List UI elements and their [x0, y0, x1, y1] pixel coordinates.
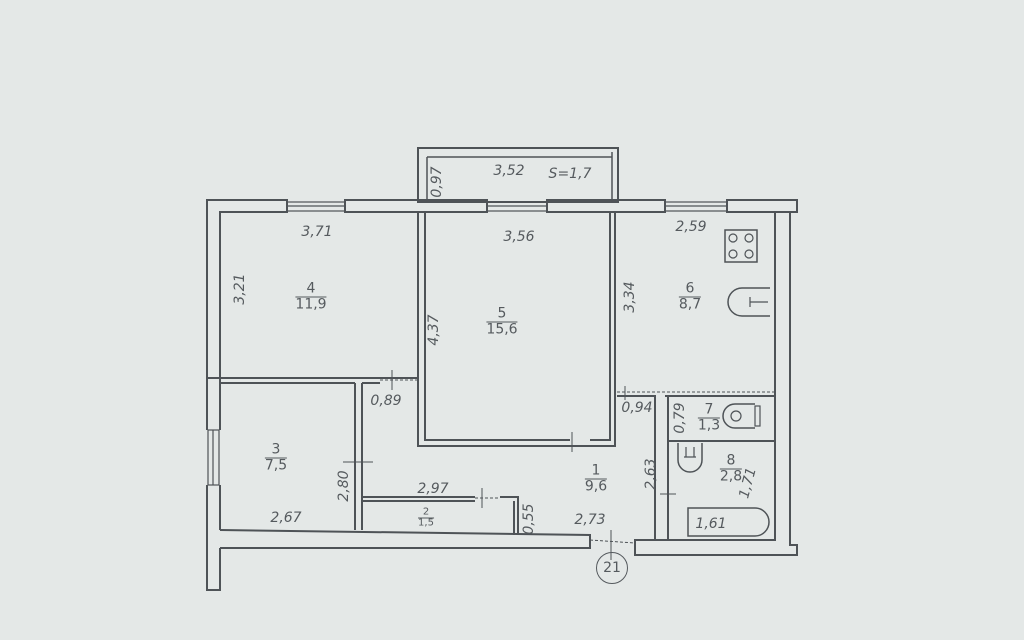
axis-marker: 21: [596, 552, 628, 584]
dim-kitchen-width: 2,59: [675, 219, 707, 235]
sink-icon: [727, 287, 770, 317]
dim-room5-depth: 4,37: [426, 314, 442, 346]
stove-icon: [724, 229, 758, 263]
dim-door-4: 0,89: [370, 393, 402, 409]
toilet-icon: [722, 403, 755, 429]
dim-room2-depth: 0,55: [521, 503, 537, 535]
dim-door-6: 0,94: [621, 400, 653, 416]
wall-right: [634, 200, 798, 556]
bath-sink-icon: [677, 443, 703, 473]
balcony-length: 3,52: [493, 163, 525, 179]
dim-kitchen-depth: 3,34: [622, 281, 638, 313]
dim-room3-depth: 2,80: [336, 470, 352, 502]
wall-bottom: [219, 529, 591, 549]
dim-room3-width: 2,67: [270, 510, 302, 526]
dim-wc-depth: 0,79: [672, 402, 688, 434]
dim-room4-width: 3,71: [301, 224, 333, 240]
dim-bathtub-length: 1,61: [695, 516, 727, 532]
bathtub-icon: [687, 507, 770, 537]
windows: [207, 201, 728, 486]
dim-room5-width: 3,56: [503, 229, 535, 245]
balcony-area: S=1,7: [548, 166, 592, 182]
balcony-depth: 0,97: [429, 166, 445, 198]
dim-hall-width: 2,73: [574, 512, 606, 528]
dim-room2-width: 2,97: [417, 481, 449, 497]
dim-hall-depth: 2,63: [643, 458, 659, 490]
dim-room4-depth: 3,21: [232, 273, 248, 305]
